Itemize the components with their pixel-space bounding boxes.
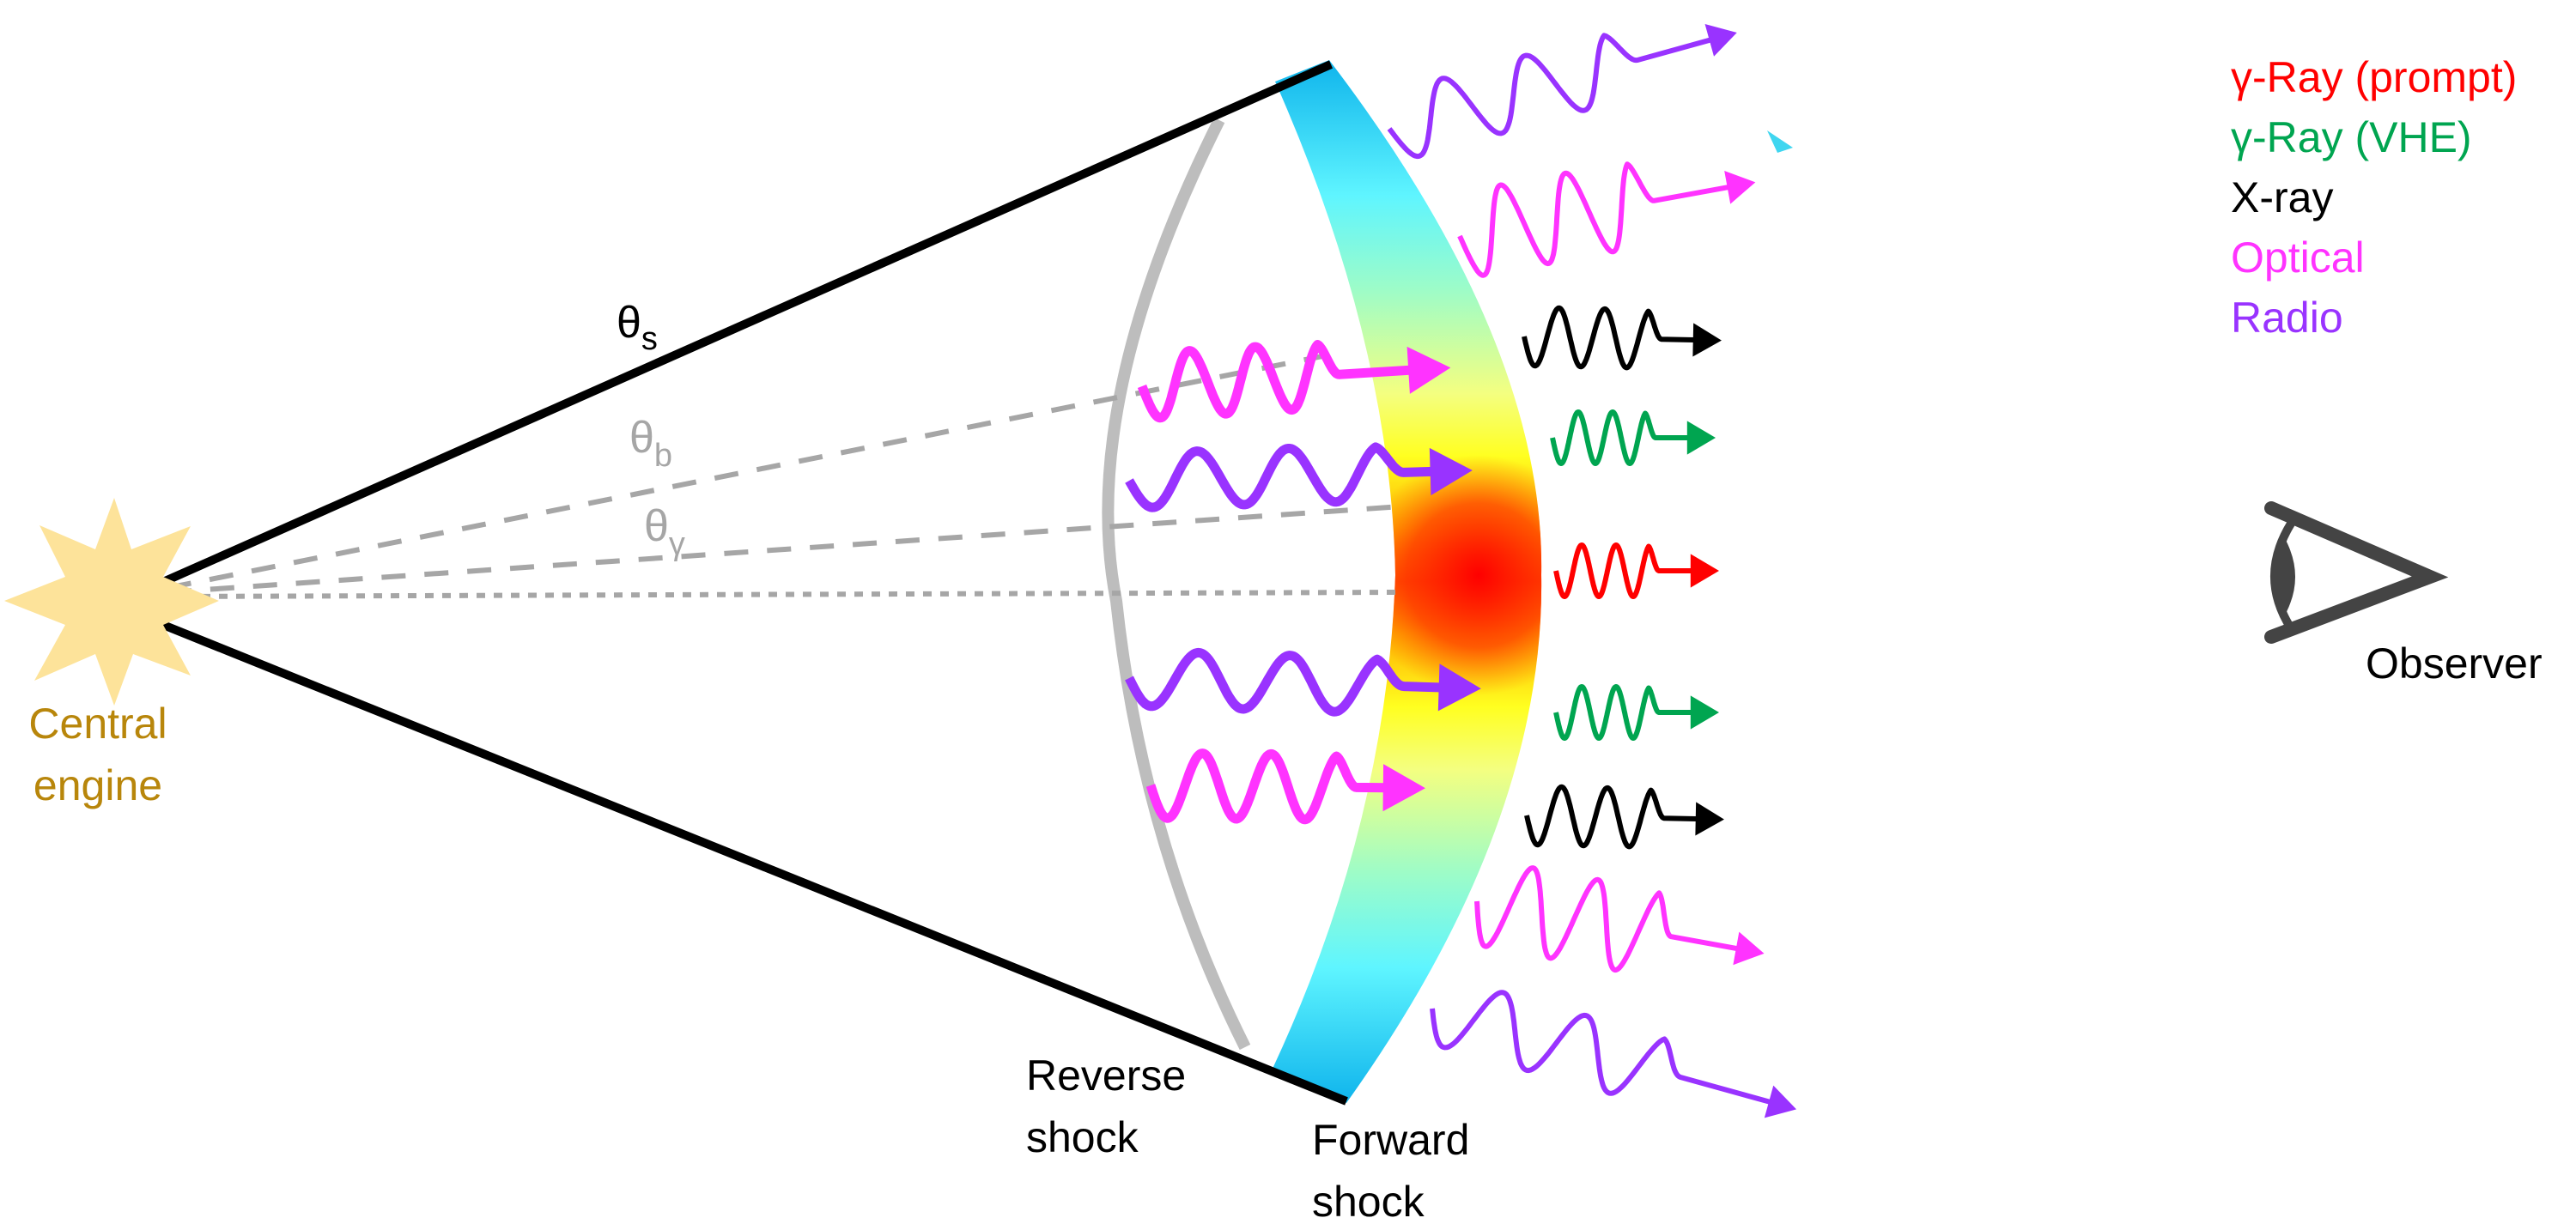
inside-optical-wave bbox=[1137, 340, 1434, 423]
legend-item: γ-Ray (VHE) bbox=[2231, 113, 2472, 161]
outgoing-optical-wave-arrowhead bbox=[1733, 931, 1765, 966]
jet-edge-lower bbox=[161, 621, 1348, 1106]
legend-item: Optical bbox=[2231, 233, 2365, 282]
legend-item: X-ray bbox=[2231, 173, 2333, 221]
outgoing-radio-wave-arrowhead bbox=[1764, 1085, 1797, 1118]
central-engine-star bbox=[4, 498, 219, 706]
observer-label: Observer bbox=[2366, 639, 2543, 688]
outgoing-xray-wave-arrowhead bbox=[1695, 802, 1724, 836]
theta-b-line bbox=[167, 349, 1345, 591]
theta-b-label: θb bbox=[629, 413, 672, 474]
outgoing-vhe-wave bbox=[1550, 409, 1698, 466]
inside-radio-wave bbox=[1125, 442, 1455, 512]
central-engine-label: Central bbox=[28, 700, 167, 748]
legend: γ-Ray (prompt) γ-Ray (VHE) X-rayOpticalRad… bbox=[2231, 53, 2517, 342]
observer-eye-icon bbox=[2264, 501, 2449, 644]
theta-gamma-line bbox=[167, 504, 1402, 595]
reverse-shock-label: Reverse bbox=[1026, 1051, 1186, 1100]
inside-radio-wave bbox=[1125, 647, 1464, 717]
outgoing-radio-wave bbox=[1387, 33, 1722, 160]
theta-s-label: θs bbox=[617, 298, 658, 357]
jet-axis-line bbox=[167, 590, 1400, 599]
inside-radio-wave-arrowhead bbox=[1429, 447, 1473, 496]
reverse-shock-arc bbox=[1102, 117, 1251, 1051]
inside-radio-wave-arrowhead bbox=[1437, 664, 1481, 712]
outgoing-vhe-wave bbox=[1553, 684, 1702, 741]
outgoing-radio-wave bbox=[1430, 990, 1781, 1107]
outgoing-xray-wave bbox=[1522, 305, 1705, 371]
outgoing-xray-wave-arrowhead bbox=[1692, 323, 1722, 357]
outgoing-prompt-wave-arrowhead bbox=[1690, 554, 1719, 588]
inside-optical-wave bbox=[1145, 748, 1409, 825]
forward-shock-label-2: shock bbox=[1312, 1178, 1425, 1224]
cyan-arrowhead bbox=[1767, 130, 1793, 153]
outgoing-optical-wave bbox=[1474, 865, 1748, 973]
jet-edge-upper bbox=[161, 60, 1334, 586]
legend-item: γ-Ray (prompt) bbox=[2231, 53, 2517, 101]
theta-gamma-label: θγ bbox=[644, 501, 685, 562]
emission-waves bbox=[1125, 23, 1797, 1118]
forward-shock-label: Forward bbox=[1312, 1116, 1469, 1164]
outgoing-radio-wave-arrowhead bbox=[1704, 23, 1737, 57]
reverse-shock-label-2: shock bbox=[1026, 1113, 1139, 1161]
inside-optical-wave-arrowhead bbox=[1382, 764, 1425, 812]
outgoing-optical-wave bbox=[1457, 161, 1740, 278]
outgoing-optical-wave-arrowhead bbox=[1724, 171, 1756, 204]
outgoing-xray-wave bbox=[1524, 784, 1708, 850]
central-engine-label-2: engine bbox=[33, 761, 162, 809]
inside-optical-wave-arrowhead bbox=[1406, 346, 1451, 394]
legend-item: Radio bbox=[2231, 294, 2343, 342]
outgoing-vhe-wave-arrowhead bbox=[1686, 421, 1716, 455]
outgoing-prompt-wave bbox=[1553, 542, 1702, 599]
outgoing-vhe-wave-arrowhead bbox=[1690, 695, 1719, 730]
